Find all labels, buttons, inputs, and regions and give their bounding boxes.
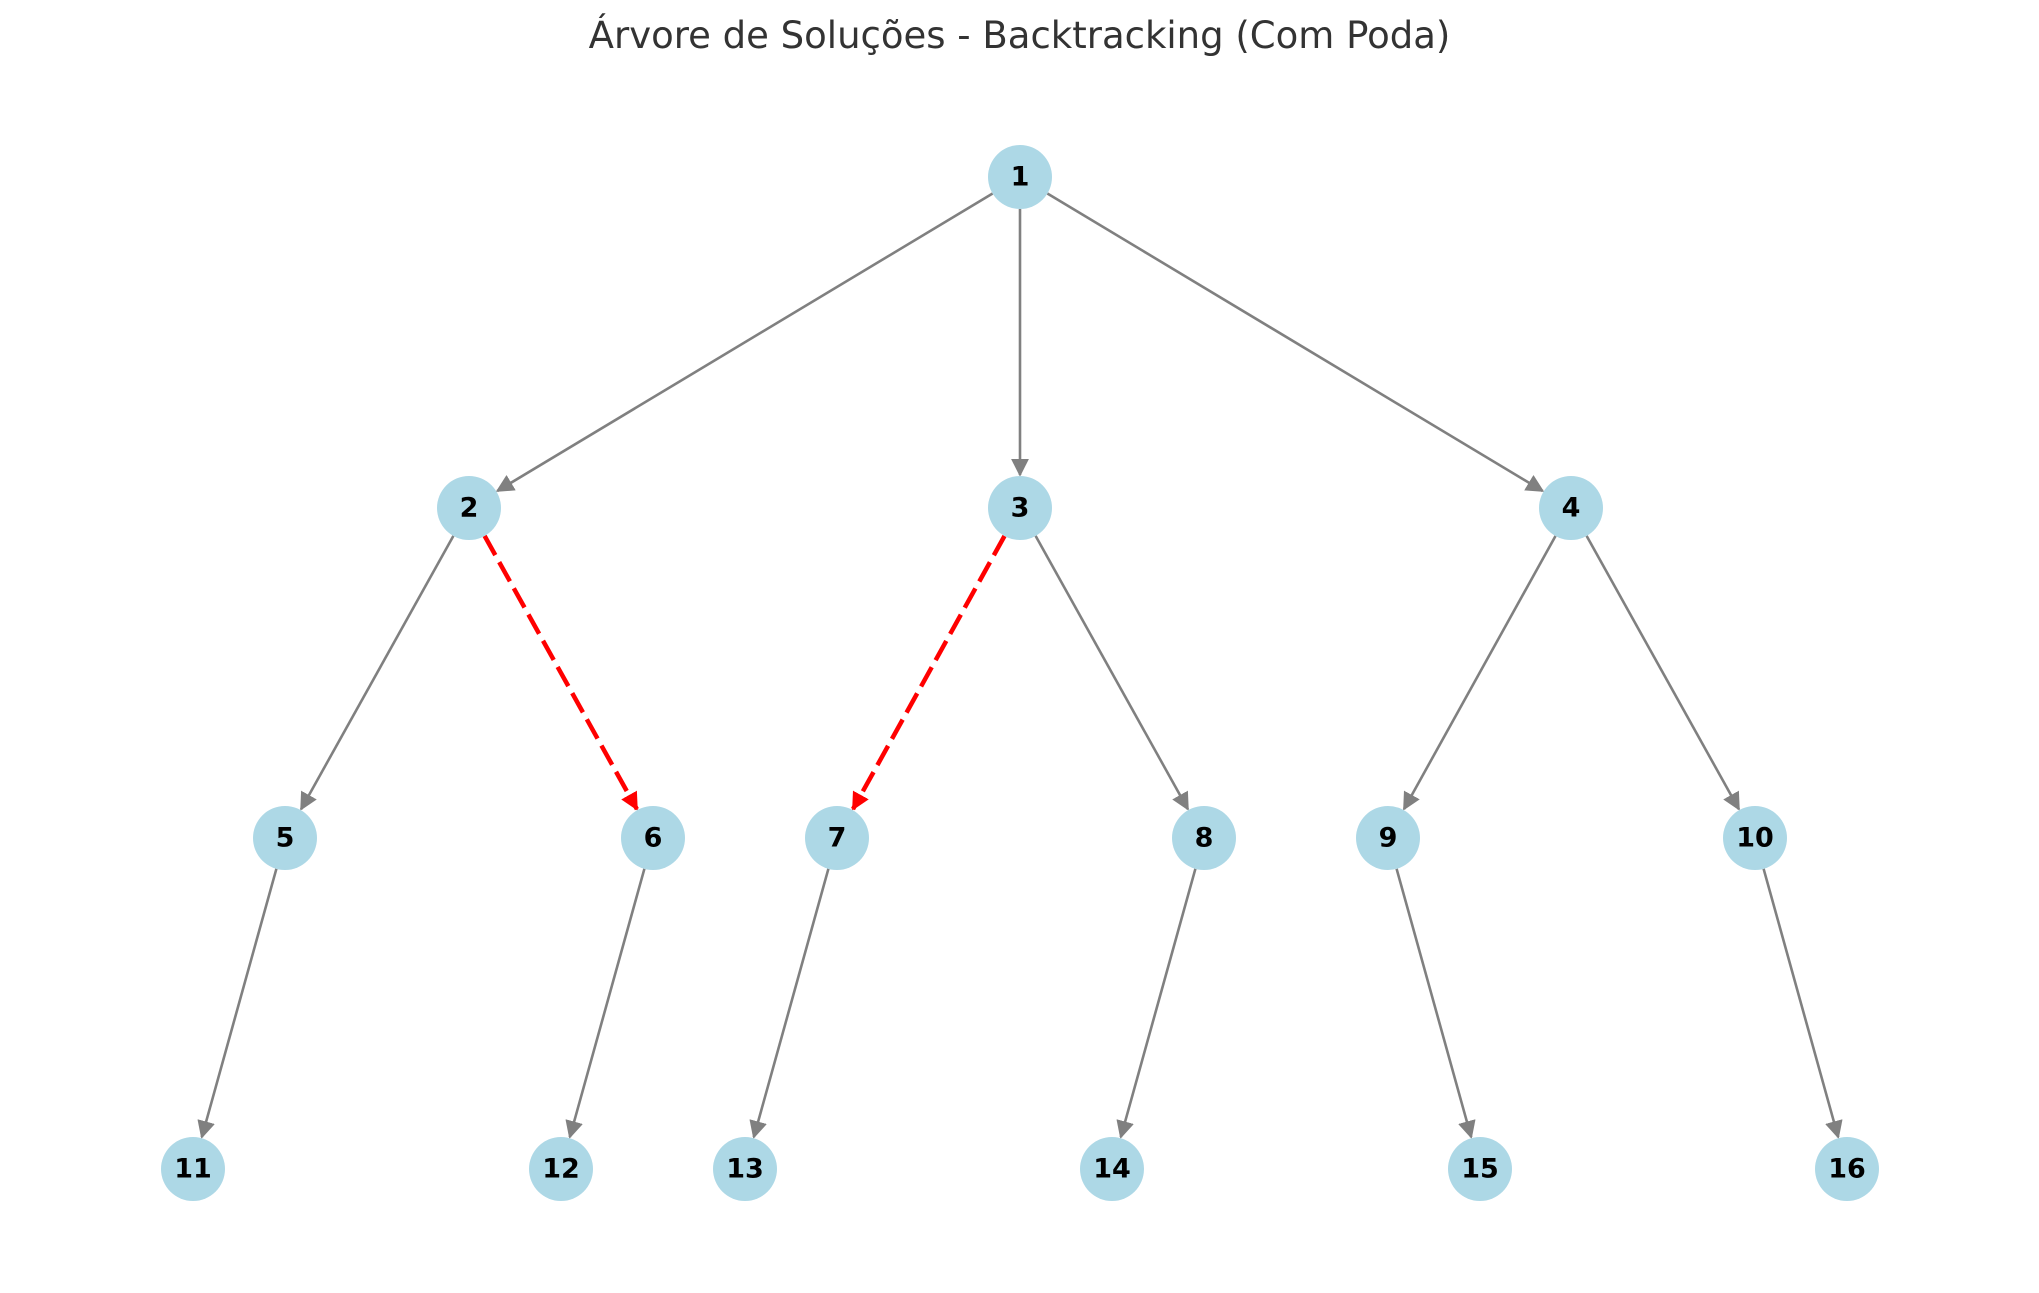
tree-node-16: 16	[1815, 1137, 1879, 1201]
edge-n4-n10	[1585, 535, 1741, 811]
node-label: 6	[644, 823, 663, 854]
node-circle	[253, 806, 317, 870]
edge-n4-n9	[1402, 535, 1557, 811]
node-label: 2	[460, 493, 479, 524]
node-circle	[1448, 1137, 1512, 1201]
node-circle	[437, 476, 501, 540]
edge-n10-n16	[1762, 868, 1843, 1139]
node-label: 3	[1011, 493, 1030, 524]
edge-n1-n2	[495, 192, 994, 493]
tree-node-1: 1	[988, 145, 1052, 209]
edge-n7-n13	[749, 868, 830, 1139]
edge-n2-n5	[299, 535, 455, 811]
node-circle	[1172, 806, 1236, 870]
diagram-title: Árvore de Soluções - Backtracking (Com P…	[588, 14, 1451, 57]
node-label: 16	[1828, 1154, 1866, 1185]
pruned-edge-n2-n6	[482, 534, 639, 811]
tree-node-3: 3	[988, 476, 1052, 540]
node-circle	[1815, 1137, 1879, 1201]
tree-node-14: 14	[1080, 1137, 1144, 1201]
node-circle	[161, 1137, 225, 1201]
tree-node-12: 12	[529, 1137, 593, 1201]
tree-node-15: 15	[1448, 1137, 1512, 1201]
node-circle	[1356, 806, 1420, 870]
tree-node-6: 6	[621, 806, 685, 870]
edge-n3-n8	[1034, 535, 1190, 811]
node-circle	[1539, 476, 1603, 540]
tree-node-4: 4	[1539, 476, 1603, 540]
tree-node-9: 9	[1356, 806, 1420, 870]
edge-n6-n12	[565, 868, 646, 1139]
tree-node-8: 8	[1172, 806, 1236, 870]
node-label: 9	[1379, 823, 1398, 854]
node-label: 4	[1562, 493, 1581, 524]
pruned-edge-n3-n7	[851, 534, 1007, 811]
node-label: 13	[726, 1154, 764, 1185]
node-label: 8	[1195, 823, 1214, 854]
node-circle	[988, 145, 1052, 209]
tree-node-13: 13	[713, 1137, 777, 1201]
tree-node-10: 10	[1723, 806, 1787, 870]
node-circle	[713, 1137, 777, 1201]
node-label: 1	[1011, 162, 1030, 193]
node-label: 14	[1093, 1154, 1131, 1185]
node-label: 15	[1461, 1154, 1499, 1185]
node-circle	[529, 1137, 593, 1201]
edge-n1-n4	[1046, 192, 1545, 493]
node-label: 5	[276, 823, 295, 854]
tree-node-11: 11	[161, 1137, 225, 1201]
node-label: 12	[542, 1154, 580, 1185]
node-label: 7	[828, 823, 847, 854]
tree-node-2: 2	[437, 476, 501, 540]
edge-n8-n14	[1116, 868, 1197, 1139]
node-circle	[621, 806, 685, 870]
node-circle	[1080, 1137, 1144, 1201]
tree-node-7: 7	[805, 806, 869, 870]
edge-n5-n11	[197, 868, 278, 1139]
tree-node-5: 5	[253, 806, 317, 870]
node-label: 10	[1736, 823, 1774, 854]
node-circle	[988, 476, 1052, 540]
node-circle	[1723, 806, 1787, 870]
edge-n9-n15	[1395, 868, 1476, 1139]
node-circle	[805, 806, 869, 870]
edges-layer	[197, 192, 1843, 1139]
node-label: 11	[174, 1154, 212, 1185]
